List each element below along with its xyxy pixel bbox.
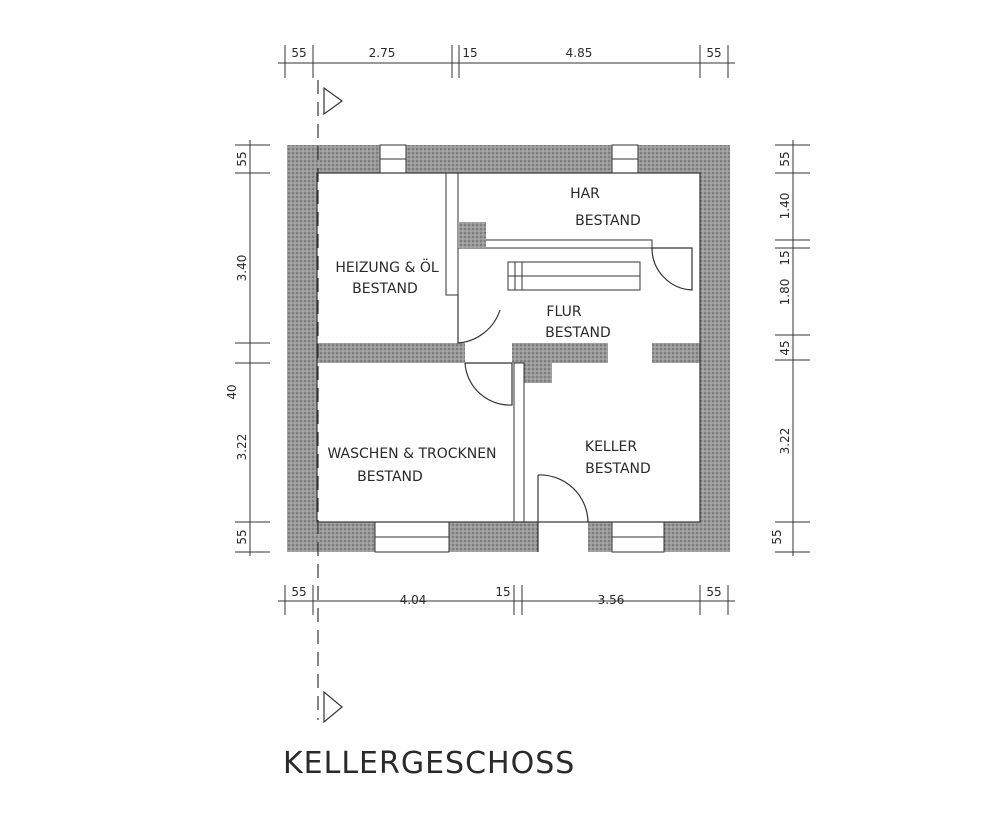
room-heizung-status: BESTAND [352,281,418,297]
dim-top-2: 15 [462,46,477,60]
room-labels: HEIZUNG & ÖL BESTAND HAR BESTAND FLUR BE… [327,186,650,485]
room-haar-name: HAR [570,186,600,202]
dim-bottom-2: 15 [495,585,510,599]
door-haar [651,247,693,291]
wall-mid-right [652,343,700,363]
dim-left-1: 3.40 [235,255,249,282]
dim-right-6: 55 [770,529,784,544]
room-waschen-name: WASCHEN & TROCKNEN [327,446,496,462]
dim-top-4: 55 [706,46,721,60]
room-waschen-status: BESTAND [357,469,423,485]
wall-haar-pier [458,222,486,248]
wall-heizung-flur [445,172,459,296]
wall-wash-keller [513,362,525,523]
room-keller-name: KELLER [585,439,637,455]
dim-left-0: 55 [235,151,249,166]
dim-left-4: 55 [235,529,249,544]
dim-right-4: 45 [778,340,792,355]
dimension-lines [235,45,810,615]
dim-top-3: 4.85 [566,46,593,60]
dim-right-1: 1.40 [778,193,792,220]
dim-top-1: 2.75 [369,46,396,60]
door-keller [537,474,589,552]
wall-top [287,145,730,173]
doors [457,247,693,552]
dim-right-3: 1.80 [778,279,792,306]
dim-bottom-4: 55 [706,585,721,599]
dim-bottom-1: 4.04 [400,593,427,607]
page-title: KELLERGESCHOSS [283,746,575,781]
room-heizung-name: HEIZUNG & ÖL [335,258,438,276]
room-haar-status: BESTAND [575,213,641,229]
wall-left [287,145,317,552]
dim-top-0: 55 [291,46,306,60]
dim-bottom-3: 3.56 [598,593,625,607]
section-marker-bottom-icon [323,690,343,724]
wall-right [700,145,730,552]
walls [287,144,730,553]
door-heizung [457,295,501,344]
wall-pier [522,355,552,383]
room-flur-name: FLUR [546,304,581,320]
wall-mid-left [317,343,465,363]
door-waschen [464,362,513,406]
section-marker-top-icon [323,86,344,116]
dimension-labels: 55 2.75 15 4.85 55 55 4.04 15 3.56 55 55… [225,46,792,607]
dim-bottom-0: 55 [291,585,306,599]
dim-left-3: 3.22 [235,434,249,461]
section-line [317,80,344,724]
dim-right-0: 55 [778,151,792,166]
room-keller-status: BESTAND [585,461,651,477]
door-gap-bottom [538,522,588,552]
dim-right-5: 3.22 [778,428,792,455]
dim-left-2: 40 [225,384,239,399]
dim-right-2: 15 [778,250,792,265]
wall-haar-bottom [457,239,653,249]
room-flur-status: BESTAND [545,325,611,341]
